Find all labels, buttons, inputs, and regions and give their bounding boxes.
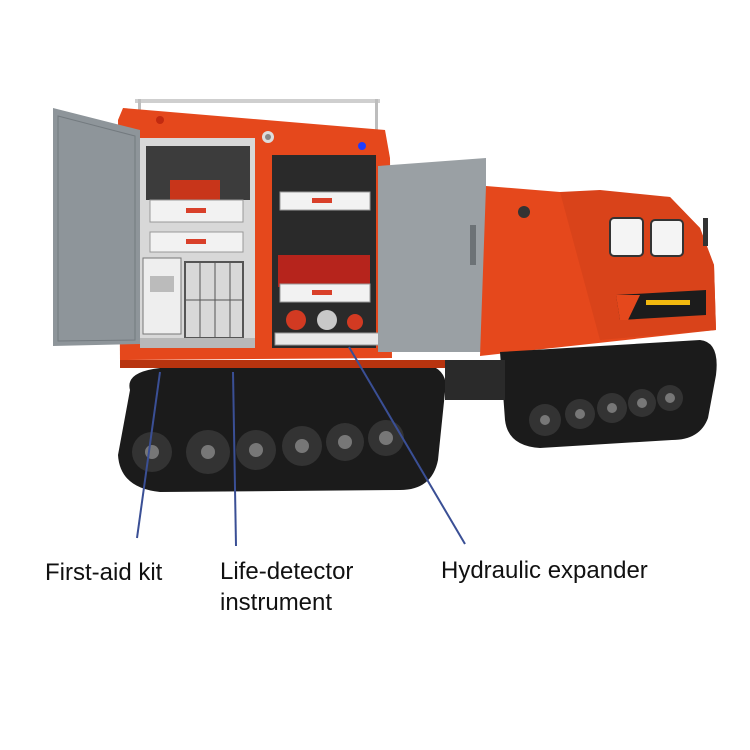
cab-window-left [609,217,644,257]
right-door [378,158,486,352]
hydraulic-expander-pointer-line [348,346,466,545]
life-detector-label-line2: instrument [220,589,333,616]
front-road-wheels [529,385,683,436]
first-aid-kit-label: First-aid kit [45,559,163,586]
hydraulic-expander-unit [286,310,306,330]
rear-road-wheels [132,420,404,474]
left-door [53,108,140,346]
first-aid-kit-box [142,257,182,335]
roof-rail [135,99,380,103]
pull-out-tray [274,332,386,346]
cab-window-right [650,219,684,257]
hydraulic-expander-label: Hydraulic expander [441,557,648,584]
life-detector-pointer-line [232,371,237,547]
life-detector-label-line1: Life-detector [220,558,354,585]
first-aid-pointer-line [136,371,161,539]
vehicle-articulation [445,360,505,400]
life-detector-label: Life-detector instrument [220,556,353,618]
